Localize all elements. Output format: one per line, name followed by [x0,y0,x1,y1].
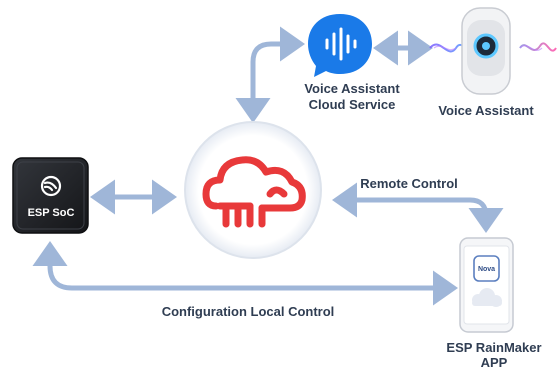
voice-cloud-label-line1: Voice Assistant [304,81,400,96]
remote-control-label: Remote Control [360,176,458,191]
soundwave-icon [325,27,357,61]
rainmaker-app-label-line2: APP [481,355,508,370]
rainmaker-cloud-icon [202,156,306,228]
rainmaker-app-label-line1: ESP RainMaker [446,340,541,355]
voice-assistant-label: Voice Assistant [438,103,534,118]
voice-cloud-bubble [308,14,372,77]
arrow-cloud-to-voice-cloud [235,26,305,123]
espressif-logo-icon [40,175,62,197]
rainmaker-phone: Nova [459,237,514,333]
phone-cloud-icon [472,288,502,307]
esp-soc-label: ESP SoC [28,207,75,219]
arrows [32,26,504,306]
phone-screen-badge: Nova [478,266,495,273]
arrow-config-local-control [32,241,458,306]
arrow-remote-control [332,182,504,233]
voice-assistant-device [429,7,557,95]
voice-cloud-label-line2: Cloud Service [309,97,396,112]
labels: Voice Assistant Cloud Service Voice Assi… [162,81,542,370]
esp-soc-chip: ESP SoC [12,157,89,234]
config-local-control-label: Configuration Local Control [162,304,335,319]
rainmaker-cloud-node [184,121,322,259]
